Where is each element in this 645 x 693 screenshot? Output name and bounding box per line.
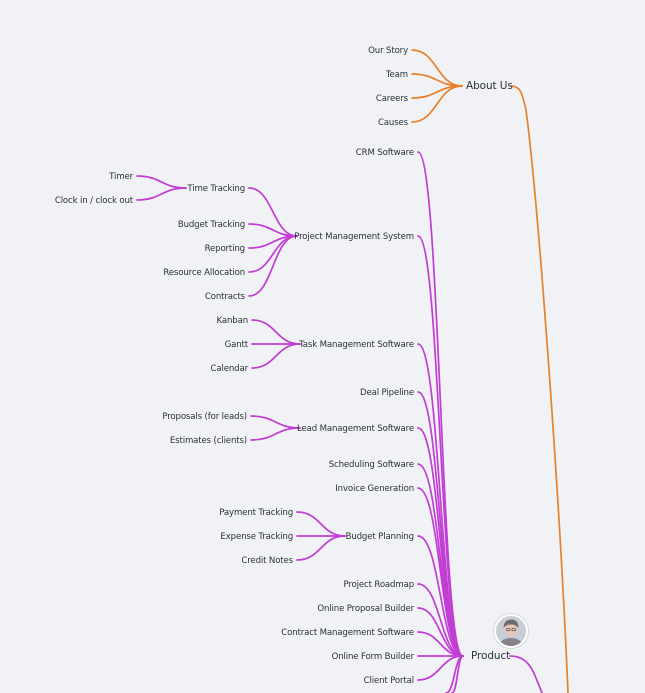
node-invoice-generation[interactable]: Invoice Generation <box>335 484 414 494</box>
node-time-tracking[interactable]: Time Tracking <box>186 184 245 194</box>
node-calendar[interactable]: Calendar <box>211 364 249 374</box>
node-online-form-builder[interactable]: Online Form Builder <box>332 652 415 662</box>
connector-proposals-for-leads <box>251 416 300 428</box>
node-careers[interactable]: Careers <box>376 94 409 104</box>
connector-clock-in-clock-out <box>137 188 186 200</box>
connector-payment-tracking <box>297 512 345 536</box>
connector-time-tracking <box>249 188 297 236</box>
node-credit-notes[interactable]: Credit Notes <box>241 556 293 566</box>
node-clock-in-clock-out[interactable]: Clock in / clock out <box>55 196 134 206</box>
node-our-story[interactable]: Our Story <box>368 46 408 56</box>
node-team[interactable]: Team <box>385 70 408 80</box>
connector-layer <box>137 50 568 693</box>
node-estimates-clients[interactable]: Estimates (clients) <box>170 436 247 446</box>
node-gantt[interactable]: Gantt <box>225 340 249 350</box>
node-proposals-for-leads[interactable]: Proposals (for leads) <box>162 412 247 422</box>
connector-crm-software <box>418 152 463 656</box>
node-timer[interactable]: Timer <box>108 172 133 182</box>
connector-kanban <box>252 320 300 344</box>
node-kanban[interactable]: Kanban <box>217 316 248 326</box>
node-deal-pipeline[interactable]: Deal Pipeline <box>360 388 414 398</box>
node-reporting[interactable]: Reporting <box>205 244 245 254</box>
connector-contracts <box>249 236 297 296</box>
node-contract-management-software[interactable]: Contract Management Software <box>281 628 414 638</box>
node-contracts[interactable]: Contracts <box>205 292 246 302</box>
connector-credit-notes <box>297 536 345 560</box>
node-payment-tracking[interactable]: Payment Tracking <box>219 508 293 518</box>
node-project-roadmap[interactable]: Project Roadmap <box>343 580 414 590</box>
node-client-portal[interactable]: Client Portal <box>364 676 414 686</box>
node-about-us[interactable]: About Us <box>466 80 513 92</box>
node-resource-allocation[interactable]: Resource Allocation <box>163 268 245 278</box>
connector-calendar <box>252 344 300 368</box>
connector-timer <box>137 176 186 188</box>
node-project-management-system[interactable]: Project Management System <box>294 232 414 242</box>
node-budget-planning[interactable]: Budget Planning <box>346 532 414 542</box>
node-crm-software[interactable]: CRM Software <box>356 148 414 158</box>
connector-product-root <box>510 656 542 693</box>
node-budget-tracking[interactable]: Budget Tracking <box>178 220 245 230</box>
node-scheduling-software[interactable]: Scheduling Software <box>329 460 414 470</box>
connector-estimates-clients <box>251 428 300 440</box>
node-online-proposal-builder[interactable]: Online Proposal Builder <box>317 604 414 614</box>
node-lead-management-software[interactable]: Lead Management Software <box>297 424 414 434</box>
connector-about-us-root <box>511 86 568 693</box>
node-expense-tracking[interactable]: Expense Tracking <box>220 532 293 542</box>
node-product[interactable]: Product <box>471 650 510 662</box>
node-task-management-software[interactable]: Task Management Software <box>298 340 414 350</box>
user-avatar-icon <box>494 614 529 655</box>
node-causes[interactable]: Causes <box>378 118 409 128</box>
